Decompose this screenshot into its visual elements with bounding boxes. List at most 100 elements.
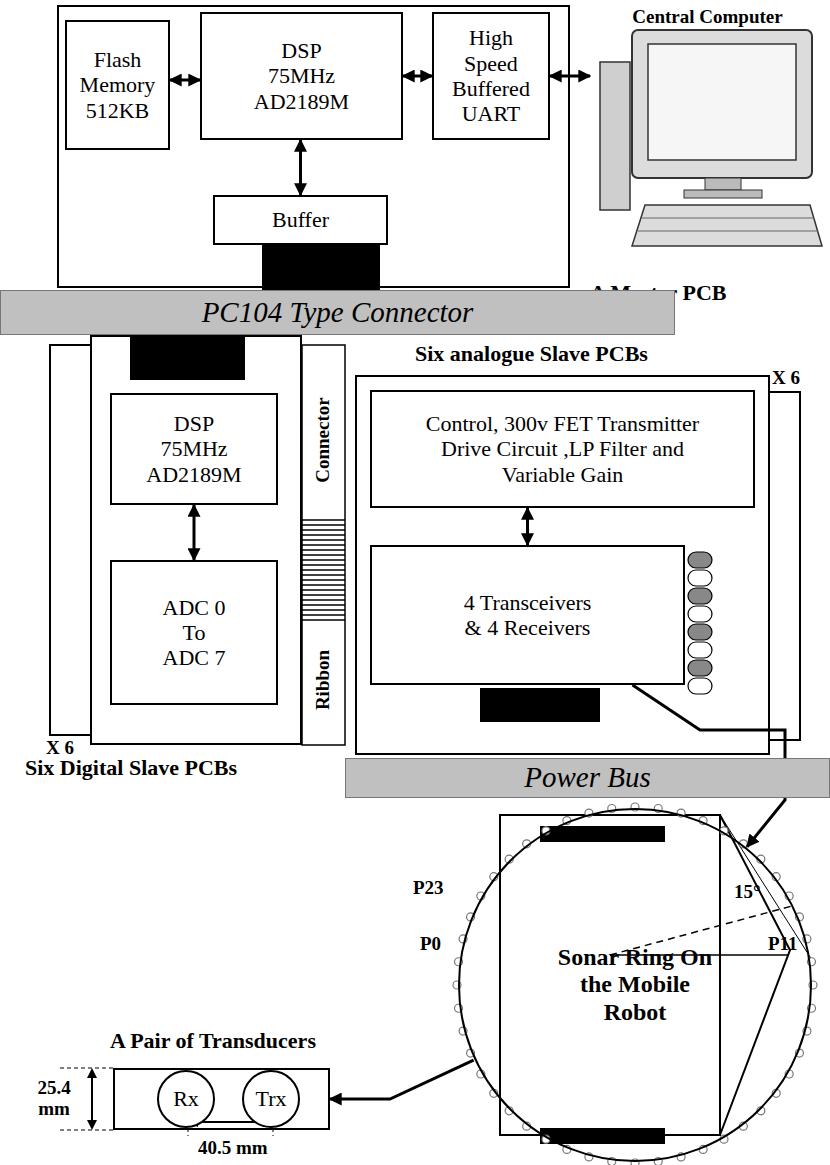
ribbon-wire [302, 519, 345, 521]
key-row [642, 218, 814, 219]
ribbon-wire [302, 539, 345, 541]
ribbon-wire [302, 554, 345, 556]
stand [705, 178, 741, 190]
header-connector [130, 335, 245, 380]
connector-arrow [403, 75, 432, 78]
dimension-lines [60, 1068, 273, 1136]
board-title: Six Digital Slave PCBs [22, 754, 240, 781]
monitor [632, 30, 812, 178]
box-text: Central Computer [629, 5, 785, 29]
extension-line [60, 1130, 113, 1131]
dimension-arrow [91, 1071, 93, 1127]
keyboard [632, 205, 822, 246]
ribbon-wire [302, 544, 345, 546]
ribbon-wire [302, 599, 345, 601]
box-text: Rx [170, 1085, 202, 1112]
connector-arrow [526, 508, 529, 545]
buffer-box: Buffer [213, 195, 388, 245]
dimension: 40.5 mm [198, 1138, 268, 1159]
ribbon-wire [302, 529, 345, 531]
box-text: Trx [253, 1085, 290, 1112]
uart-box: High Speed Buffered UART [432, 12, 550, 140]
socket [688, 660, 712, 676]
digital-slave-pcb: Six Digital Slave PCBsDSP 75MHz AD2189MA… [90, 335, 302, 745]
adc-box: ADC 0 To ADC 7 [110, 560, 278, 705]
computer-drawing [600, 30, 822, 246]
box-text: High Speed Buffered UART [441, 24, 542, 127]
base [684, 190, 762, 198]
socket [688, 606, 712, 622]
connector-arrow [193, 505, 196, 560]
box-text: Control, 300v FET Transmitter Drive Circ… [422, 410, 703, 488]
ribbon-wire [302, 619, 345, 621]
multiplier: X 6 [772, 368, 800, 389]
robot-drawing [500, 815, 812, 1144]
ribbon-strip [302, 345, 345, 745]
sonar-ring: Sonar Ring On the Mobile Robot [457, 807, 813, 1163]
wheel [540, 1128, 665, 1144]
pin-label: P0 [420, 934, 441, 955]
pin-label: P23 [413, 878, 444, 899]
multiplier: X 6 [46, 738, 74, 759]
transceiver: Trx [241, 1069, 301, 1129]
transducer-pair: A Pair of TransducersRxTrx [113, 1068, 330, 1130]
board-title: A Pair of Transducers [107, 1027, 319, 1054]
dsp-box: DSP 75MHz AD2189M [110, 393, 278, 505]
socket [688, 552, 712, 568]
ribbon-wire [302, 614, 345, 616]
ribbon-wire [302, 594, 345, 596]
ring-transducers [453, 803, 817, 1165]
stacked-board-edge [50, 345, 90, 735]
ribbon-wire [302, 559, 345, 561]
circle-outline [243, 1071, 299, 1127]
socket [688, 678, 712, 694]
box-text: Flash Memory 512KB [71, 46, 164, 124]
pin-label: P11 [768, 934, 798, 955]
ribbon-wire [302, 564, 345, 566]
connector-label: Connector [313, 397, 334, 482]
ribbon-wire [302, 574, 345, 576]
box-text: Sonar Ring On the Mobile Robot [547, 943, 723, 1028]
connector-arrow [330, 1060, 474, 1099]
key-row [638, 231, 818, 232]
driver-box: Control, 300v FET Transmitter Drive Circ… [370, 390, 755, 508]
extension-line [60, 1068, 113, 1069]
transceiver-box: 4 Transceivers & 4 Receivers [370, 545, 685, 685]
box-text: DSP 75MHz AD2189M [139, 410, 250, 488]
dsp-box: DSP 75MHz AD2189M [200, 12, 403, 140]
connector-arrow [170, 79, 200, 82]
dimension: 25.4 mm [30, 1078, 78, 1120]
analogue-slave-pcb: Six analogue Slave PCBsControl, 300v FET… [355, 375, 770, 755]
tower [600, 62, 630, 210]
box-text: 4 Transceivers & 4 Receivers [450, 589, 606, 642]
box-text: DSP 75MHz AD2189M [246, 37, 357, 115]
ribbon-wire [302, 534, 345, 536]
ribbon-hatch [302, 520, 345, 620]
ribbon-wire [302, 584, 345, 586]
ribbon-wire [302, 524, 345, 526]
screen [648, 44, 796, 160]
ribbon-wire [302, 589, 345, 591]
box-text: ADC 0 To ADC 7 [156, 594, 232, 672]
connector-arrow [550, 75, 590, 78]
transducer-sockets [688, 552, 712, 694]
ribbon-wire [302, 609, 345, 611]
header-connector [262, 245, 380, 290]
box-text: Power Bus [521, 760, 653, 795]
angle-label: 15° [734, 882, 761, 903]
box-text: Buffer [269, 206, 332, 233]
ribbon-label: Ribbon [313, 650, 334, 710]
socket [688, 624, 712, 640]
wheel [540, 826, 665, 842]
socket [688, 588, 712, 604]
arrow-tip [87, 1120, 97, 1130]
circle-outline [158, 1071, 214, 1127]
socket [688, 570, 712, 586]
connector-arrow [299, 140, 302, 195]
receiver: Rx [156, 1069, 216, 1129]
connector-band: PC104 Type Connector [0, 290, 675, 335]
computer: Central Computer [590, 5, 825, 255]
header-connector [480, 688, 600, 722]
stacked-board-edge [770, 392, 800, 740]
